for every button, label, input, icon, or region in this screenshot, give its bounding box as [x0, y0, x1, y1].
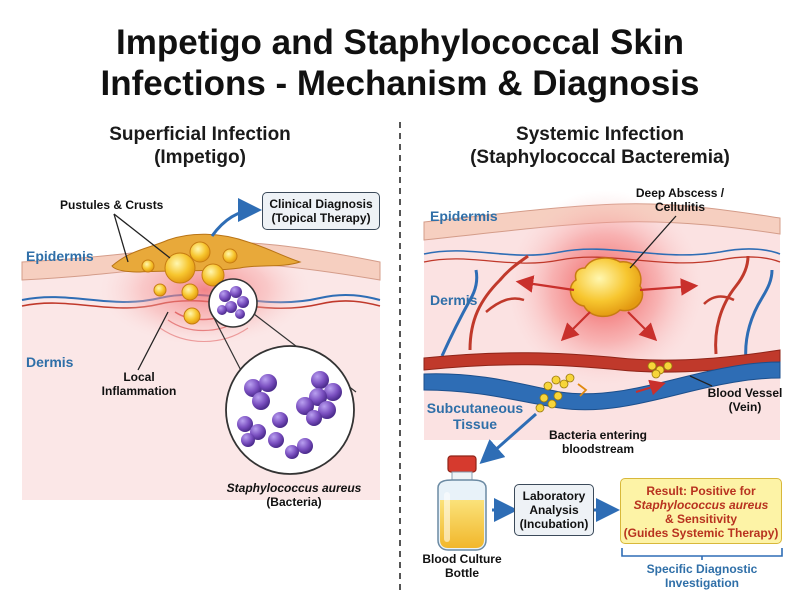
blood-vessel-line-1: Blood Vessel — [707, 386, 783, 400]
clinical-diagnosis-line-1: Clinical Diagnosis — [269, 197, 373, 211]
result-line-1: Result: Positive for — [646, 484, 756, 498]
specific-line-2: Investigation — [664, 576, 739, 590]
laboratory-line-2: Analysis — [529, 503, 579, 517]
blood-vessel-line-2: (Vein) — [728, 400, 762, 414]
right-epidermis-label: Epidermis — [430, 208, 498, 224]
left-epidermis-label: Epidermis — [26, 248, 94, 264]
clinical-diagnosis-box: Clinical Diagnosis (Topical Therapy) — [262, 192, 380, 230]
page-title-line-2: Infections - Mechanism & Diagnosis — [100, 64, 700, 103]
blood-culture-label: Blood Culture Bottle — [410, 552, 514, 580]
pustules-label: Pustules & Crusts — [60, 198, 164, 212]
specific-investigation-label: Specific Diagnostic Investigation — [622, 562, 782, 590]
result-line-4: (Guides Systemic Therapy) — [623, 526, 779, 540]
abscess-label: Deep Abscess / Cellulitis — [630, 186, 730, 214]
laboratory-line-3: (Incubation) — [519, 517, 589, 531]
laboratory-analysis-box: Laboratory Analysis (Incubation) — [514, 484, 594, 536]
blood-vessel-label: Blood Vessel (Vein) — [700, 386, 790, 414]
page-title-line-1: Impetigo and Staphylococcal Skin — [116, 23, 684, 62]
subcutaneous-line-2: Tissue — [452, 416, 498, 432]
left-heading-line-1: Superficial Infection — [109, 124, 291, 145]
bacteria-entering-label: Bacteria entering bloodstream — [538, 428, 658, 456]
right-heading-line-1: Systemic Infection — [516, 124, 684, 145]
abscess-line-2: Cellulitis — [654, 200, 705, 214]
left-heading-line-2: (Impetigo) — [154, 147, 246, 168]
bacteria-type: (Bacteria) — [266, 495, 322, 509]
clinical-diagnosis-line-2: (Topical Therapy) — [271, 211, 371, 225]
subcutaneous-line-1: Subcutaneous — [426, 400, 524, 416]
left-dermis-label: Dermis — [26, 354, 74, 370]
inflammation-line-1: Local — [123, 370, 155, 384]
abscess-line-1: Deep Abscess / — [635, 186, 725, 200]
bacteria-name: Staphylococcus aureus — [226, 481, 362, 495]
result-line-3: & Sensitivity — [664, 512, 738, 526]
subcutaneous-label: Subcutaneous Tissue — [420, 400, 530, 432]
blood-culture-line-1: Blood Culture — [422, 552, 502, 566]
bacteria-entering-line-1: Bacteria entering — [548, 428, 648, 442]
specific-line-1: Specific Diagnostic — [646, 562, 758, 576]
blood-culture-line-2: Bottle — [445, 566, 479, 580]
right-dermis-label: Dermis — [430, 292, 478, 308]
laboratory-line-1: Laboratory — [522, 489, 586, 503]
bacteria-caption: Staphylococcus aureus (Bacteria) — [214, 481, 374, 509]
inflammation-label: Local Inflammation — [94, 370, 184, 398]
result-box: Result: Positive for Staphylococcus aure… — [620, 478, 782, 544]
bacteria-entering-line-2: bloodstream — [561, 442, 634, 456]
inflammation-line-2: Inflammation — [101, 384, 177, 398]
result-line-2: Staphylococcus aureus — [633, 498, 769, 512]
right-heading-line-2: (Staphylococcal Bacteremia) — [470, 147, 730, 168]
